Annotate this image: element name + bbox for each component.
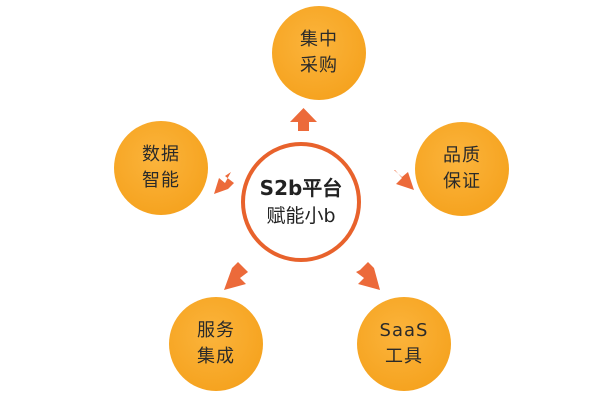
- center-title: S2b平台: [259, 176, 343, 200]
- arrow-to-bottom-left: [224, 262, 248, 290]
- center-subtitle: 赋能小b: [266, 205, 336, 227]
- node-central-purchasing: 集中 采购: [272, 6, 366, 100]
- node-label-line1: 数据: [142, 144, 180, 165]
- arrow-to-left: [214, 172, 234, 194]
- arrow-to-top: [290, 108, 317, 131]
- node-data-intelligence: 数据 智能: [114, 121, 208, 215]
- node-label-line2: 采购: [300, 55, 338, 76]
- node-label-line2: 保证: [443, 171, 481, 192]
- center-hub: S2b平台 赋能小b: [241, 142, 361, 262]
- node-saas-tools: SaaS 工具: [357, 297, 451, 391]
- node-label-line1: 服务: [197, 320, 235, 341]
- node-service-integration: 服务 集成: [169, 297, 263, 391]
- node-label-line2: 智能: [142, 170, 180, 191]
- node-label-line1: 品质: [443, 145, 481, 166]
- node-label-line2: 集成: [197, 346, 235, 367]
- arrow-to-bottom-right: [356, 262, 380, 290]
- node-label-line1: SaaS: [379, 320, 429, 341]
- node-label-line2: 工具: [385, 346, 423, 367]
- node-quality-assurance: 品质 保证: [415, 122, 509, 216]
- node-label-line1: 集中: [300, 29, 338, 50]
- arrow-to-right: [394, 170, 414, 190]
